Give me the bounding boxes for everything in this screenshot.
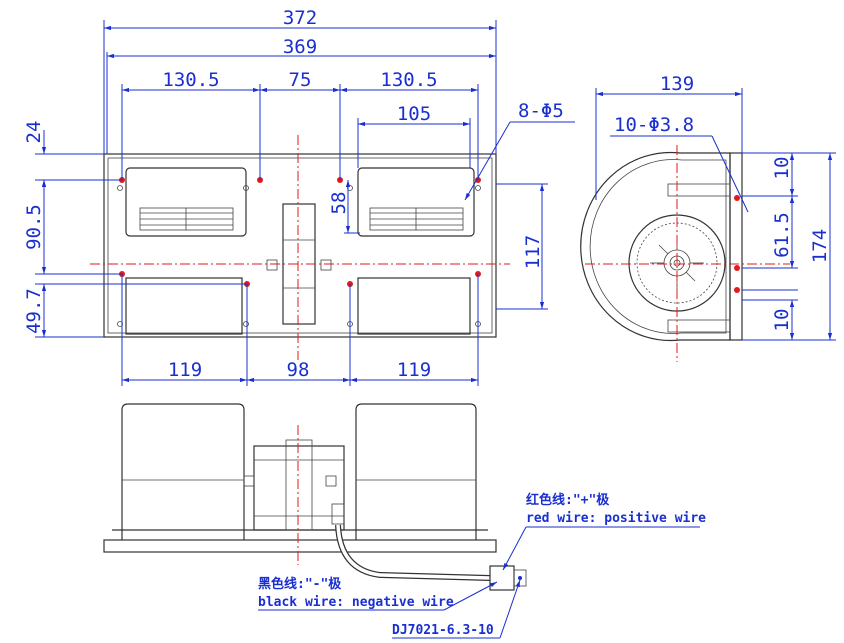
label-front-holes: 8-Φ5 [518, 100, 564, 122]
side-flange [729, 152, 743, 341]
dim-side-mid: 61.5 [771, 212, 793, 258]
left-upper-housing [125, 167, 247, 237]
connector-housing [489, 565, 515, 591]
dim-bottom-center: 98 [287, 359, 310, 381]
dim-side-top: 10 [771, 157, 793, 180]
dim-lower-height: 49.7 [23, 288, 45, 334]
right-housing-side [355, 403, 477, 540]
red-wire-cn-label: 红色线:"+"极 [526, 492, 610, 508]
dim-spacing-right: 130.5 [380, 69, 437, 91]
wiring-labels: 红色线:"+"极 red wire: positive wire 黑色线:"-"… [258, 492, 706, 639]
label-side-holes: 10-Φ3.8 [614, 114, 694, 136]
front-plate-outline [103, 153, 497, 338]
bottom-view [103, 403, 527, 591]
front-view [90, 135, 510, 360]
dim-upper-height: 90.5 [23, 204, 45, 250]
left-lower-housing [125, 277, 243, 335]
dim-overall-width: 372 [283, 7, 317, 29]
dim-side-depth: 139 [660, 73, 694, 95]
base-plate [103, 539, 497, 553]
dim-mount-height: 58 [328, 192, 350, 215]
dim-spacing-center: 75 [289, 69, 312, 91]
dim-side-height: 117 [522, 235, 544, 269]
dim-inner-width: 105 [397, 103, 431, 125]
black-wire-cn-label: 黑色线:"-"极 [258, 576, 342, 592]
left-housing-side [121, 403, 245, 540]
dim-side-overall: 174 [809, 229, 831, 263]
connector-model-label: DJ7021-6.3-10 [392, 623, 494, 638]
dim-top-offset: 24 [23, 121, 45, 144]
front-dimensions: 372 369 130.5 75 130.5 105 8-Φ5 24 [23, 7, 575, 386]
scroll-housing [580, 151, 731, 342]
red-wire-en-label: red wire: positive wire [526, 511, 706, 526]
right-lower-housing [357, 277, 471, 335]
mounting-holes [119, 177, 481, 287]
dim-spacing-left: 130.5 [162, 69, 219, 91]
black-wire-en-label: black wire: negative wire [258, 595, 454, 610]
dim-bottom-left: 119 [168, 359, 202, 381]
dim-bottom-right: 119 [397, 359, 431, 381]
motor-side-body [253, 445, 345, 531]
right-upper-housing [357, 167, 475, 237]
side-dimensions: 139 10-Φ3.8 10 61.5 10 174 [595, 73, 836, 341]
dim-hole-span: 369 [283, 36, 317, 58]
side-view [580, 145, 790, 362]
dim-side-bottom: 10 [771, 309, 793, 332]
